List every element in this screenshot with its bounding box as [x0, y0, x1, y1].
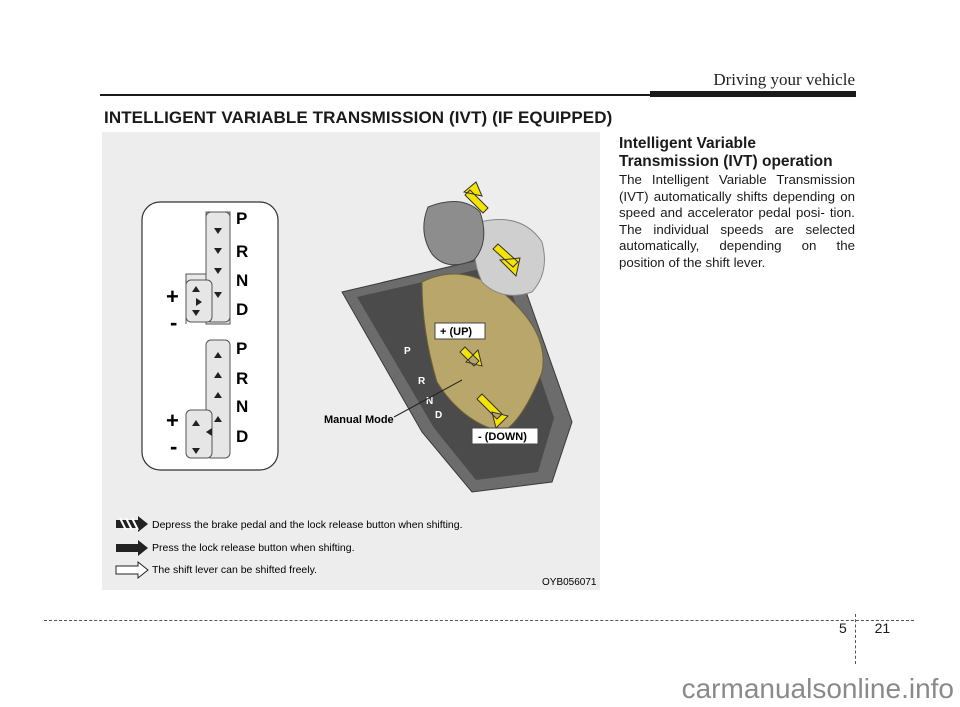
gate-top-letter-d: D: [236, 300, 248, 319]
console-letter-r: R: [418, 376, 426, 387]
footer-separator: [855, 614, 856, 664]
chapter-number: 5: [839, 620, 847, 636]
header-section-title: Driving your vehicle: [713, 70, 855, 89]
subheading: Intelligent Variable Transmission (IVT) …: [619, 135, 833, 170]
console-letter-p: P: [404, 346, 411, 357]
transmission-illustration: P R N D + - P R N D + - P R N D + (UP): [115, 181, 597, 588]
gate-top-minus: -: [170, 310, 177, 335]
header-rule-accent: [650, 91, 856, 97]
callout-down-label: - (DOWN): [478, 431, 527, 443]
page-number-value: 21: [874, 620, 891, 636]
gate-slot-bottom-manual: [185, 409, 213, 459]
gate-bottom-letter-r: R: [236, 369, 248, 388]
watermark: carmanualsonline.info: [681, 673, 954, 704]
gate-bottom-letter-n: N: [236, 397, 248, 416]
gate-bottom-letter-d: D: [236, 427, 248, 446]
gate-bottom-minus: -: [170, 434, 177, 459]
header-rule: [100, 94, 856, 96]
legend-icon-solid-arrow: [116, 540, 148, 556]
callout-up-box: [434, 322, 486, 340]
figure-code: OYB056071: [542, 577, 597, 588]
shift-gate-panel: [141, 201, 279, 471]
legend-text-press: Press the lock release button when shift…: [152, 542, 355, 554]
manual-mode-leader: [393, 379, 463, 418]
body-text: The Intelligent Variable Transmission (I…: [619, 172, 855, 270]
callout-up-label: + (UP): [440, 326, 472, 338]
section-heading: INTELLIGENT VARIABLE TRANSMISSION (IVT) …: [104, 108, 613, 127]
legend-icon-striped-arrow: [116, 516, 148, 532]
shift-knob: [423, 201, 485, 266]
gate-top-plus: +: [166, 284, 179, 309]
gate-bottom-plus: +: [166, 408, 179, 433]
gate-top-letter-r: R: [236, 242, 248, 261]
gate-arrow-icons: [192, 228, 222, 454]
console-letter-n: N: [426, 396, 433, 407]
footer-rule: [44, 620, 914, 621]
callout-manual-label: Manual Mode: [324, 414, 394, 426]
movement-arrow-icons: [459, 181, 521, 429]
gate-top-letter-p: P: [236, 209, 247, 228]
legend-icon-outline-arrow: [115, 560, 149, 580]
page-number: 5 21: [839, 620, 890, 636]
gate-top-letter-n: N: [236, 271, 248, 290]
gate-bottom-letter-p: P: [236, 339, 247, 358]
console-letter-d: D: [435, 410, 442, 421]
legend-text-free: The shift lever can be shifted freely.: [152, 564, 317, 576]
legend-text-depress: Depress the brake pedal and the lock rel…: [152, 519, 463, 531]
figure-panel: P R N D + - P R N D + - P R N D + (UP): [102, 132, 600, 590]
callout-down-box: [471, 427, 539, 445]
